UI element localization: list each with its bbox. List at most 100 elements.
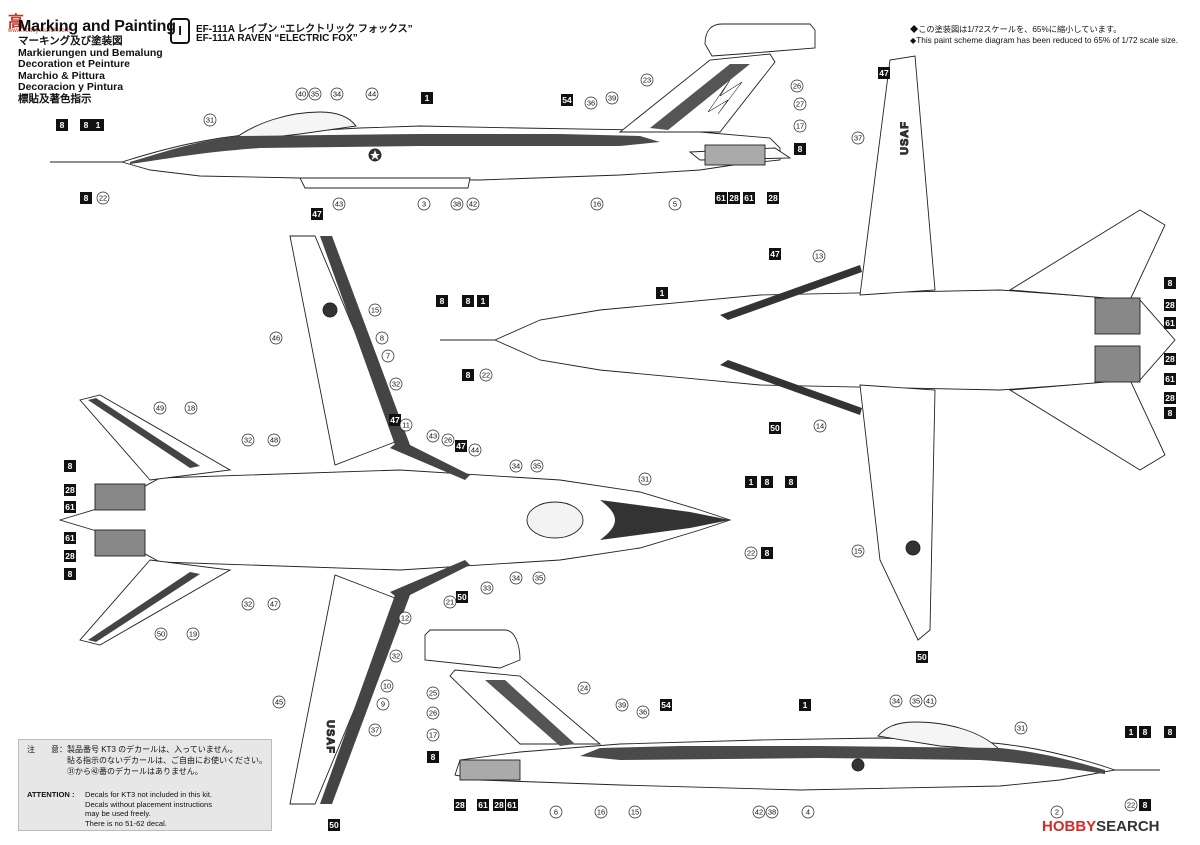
callout-box-top_side-3 [80,192,92,204]
callout-circle-top_view-1 [368,303,382,317]
callout-label-bottom_side-26: 22 [1127,801,1135,810]
hstab-bottom-upper [1008,209,1166,301]
usaf-bottom-text: USAF [899,121,911,155]
attention-en-line-3: may be used freely. [85,809,151,819]
callout-box-top_view-17 [64,460,76,472]
attention-jp-line-3: ㉛から㊷番のデカールはありません。 [27,767,203,776]
callout-label-bottom_side-15: 41 [926,697,934,706]
callout-box-top_view-37 [761,547,773,559]
callout-label-bottom_view-8: 8 [466,370,471,380]
callout-circle-top_side-8 [308,87,322,101]
callout-label-bottom_view-17: 50 [770,423,780,433]
callout-label-bottom_view-14: 61 [1165,374,1175,384]
attention-en-line-2: Decals without placement instructions [85,799,213,809]
callout-label-bottom_side-13: 34 [892,697,900,706]
fin-stripe [650,64,750,130]
wing-roundel-upper [322,302,338,318]
wing-lower-stripe [320,595,410,804]
callout-circle-top_side-16 [584,96,598,110]
callout-circle-bottom_view-9 [479,368,493,382]
callout-label-bottom_side-7: 61 [507,800,517,810]
spine-stripe [130,134,660,164]
canopy-top [526,501,584,539]
callout-label-bottom_side-8: 24 [580,684,588,693]
callout-label-bottom_side-27: 8 [1143,800,1148,810]
callout-circle-top_view-25 [241,597,255,611]
callout-label-top_side-27: 61 [744,193,754,203]
scale-note-jp: ◆この塗装図は1/72スケールを、65%に縮小しています。 [910,25,1122,34]
callout-label-top_view-19: 61 [65,502,75,512]
callout-circle-top_view-6 [153,401,167,415]
callout-label-top_view-5: 32 [392,380,400,389]
callout-label-top_side-17: 39 [608,94,616,103]
callout-circle-top_view-41 [380,679,394,693]
watermark-prefix: HOBBY [1042,818,1097,835]
callout-label-bottom_side-21: 4 [806,808,810,817]
header-line-es: Decoracion y Pintura [18,81,124,93]
callout-circle-bottom_side-16 [1014,721,1028,735]
callout-label-top_view-29: 50 [457,592,467,602]
callout-box-top_side-15 [561,94,573,106]
callout-box-top_side-27 [743,192,755,204]
callout-label-top_view-1: 15 [371,306,379,315]
callout-box-bottom_view-15 [1164,392,1176,404]
callout-label-top_side-15: 54 [562,95,572,105]
callout-box-top_side-22 [794,143,806,155]
callout-box-top_side-0 [56,119,68,131]
callout-circle-bottom_side-18 [628,805,642,819]
callout-box-bottom_view-20 [916,651,928,663]
callout-circle-top_side-17 [605,91,619,105]
scheme-letter-badge: I [170,18,190,44]
callout-label-bottom_view-3: 47 [770,249,780,259]
callout-label-bottom_side-24: 8 [1143,727,1148,737]
callout-label-top_view-38: 50 [157,630,165,639]
callout-circle-bottom_side-10 [636,705,650,719]
callout-label-bottom_view-9: 22 [482,371,490,380]
callout-label-top_view-7: 18 [187,404,195,413]
callout-label-top_view-25: 32 [244,600,252,609]
callout-circle-bottom_side-0 [426,686,440,700]
callout-circle-top_view-10 [426,429,440,443]
callout-circle-top_view-3 [381,349,395,363]
callout-label-top_view-44: 37 [371,726,379,735]
callout-label-top_view-8: 47 [390,415,400,425]
callout-label-top_view-12: 47 [456,441,466,451]
callout-label-top_view-28: 21 [446,598,454,607]
callout-circle-bottom_side-21 [801,805,815,819]
fuselage-bottom [493,289,1176,391]
callout-circle-top_view-15 [530,459,544,473]
callout-box-top_view-0 [311,208,323,220]
callout-label-top_side-6: 31 [206,116,214,125]
callout-label-top_side-8: 35 [311,90,319,99]
callout-circle-top_side-19 [790,79,804,93]
callout-box-top_view-21 [64,550,76,562]
callout-label-top_view-16: 31 [641,475,649,484]
hobbysearch-watermark: HOBBYSEARCH [1042,818,1160,835]
callout-label-top_view-24: 48 [270,436,278,445]
callout-label-bottom_view-7: 1 [481,296,486,306]
callout-circle-top_side-6 [203,113,217,127]
callout-label-top_side-22: 8 [798,144,803,154]
callout-label-bottom_side-0: 25 [429,689,437,698]
callout-label-top_side-4: 22 [99,194,107,203]
callout-circle-top_view-14 [509,459,523,473]
callout-box-bottom_view-8 [462,369,474,381]
callout-label-top_view-22: 8 [68,569,73,579]
callout-circle-top_view-38 [154,627,168,641]
callout-label-top_view-30: 33 [483,584,491,593]
callout-box-bottom_view-6 [462,295,474,307]
callout-label-bottom_view-2: 13 [815,252,823,261]
callout-circle-top_view-11 [441,433,455,447]
callout-label-bottom_view-0: 47 [879,68,889,78]
callout-box-bottom_side-11 [660,699,672,711]
callout-label-bottom_side-11: 54 [661,700,671,710]
callout-circle-bottom_view-18 [813,419,827,433]
callout-circle-top_side-23 [590,197,604,211]
callout-circle-top_view-16 [638,472,652,486]
callout-label-top_view-9: 11 [402,421,410,430]
callout-circle-top_side-24 [668,197,682,211]
callout-label-top_side-3: 8 [84,193,89,203]
callout-label-top_side-0: 8 [60,120,65,130]
callout-label-bottom_side-17: 6 [554,808,558,817]
callout-label-bottom_view-10: 8 [1168,278,1173,288]
